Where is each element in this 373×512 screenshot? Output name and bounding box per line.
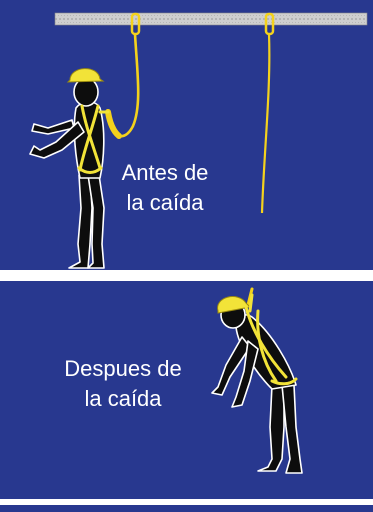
lanyard-icon (118, 33, 140, 138)
caption-after-line1: Despues de (64, 356, 182, 381)
hard-hat-icon (66, 68, 105, 83)
caption-after-fall: Despues de la caída (48, 354, 198, 414)
lanyard-icon (246, 287, 254, 307)
panel-background (0, 0, 373, 270)
safety-harness-icon (244, 293, 298, 386)
hanging-lanyard (260, 33, 271, 214)
worker-arm-front (29, 121, 85, 159)
before-fall-illustration (0, 0, 373, 270)
bottom-strip (0, 505, 373, 512)
panel-before-fall: Antes de la caída (0, 0, 373, 270)
safety-harness-icon (77, 104, 110, 174)
caption-before-line2: la caída (126, 190, 204, 215)
caption-before-line1: Antes de (121, 160, 209, 185)
shock-absorber (105, 109, 122, 139)
caption-before-fall: Antes de la caída (100, 158, 230, 218)
after-fall-illustration (0, 281, 373, 499)
worker-leg-right (87, 174, 105, 269)
caption-after-line2: la caída (84, 386, 162, 411)
anchor-beam-icon (54, 12, 368, 26)
panel-after-fall: Despues de la caída (0, 281, 373, 499)
panel-background (0, 281, 373, 499)
worker-arm-front (231, 340, 259, 408)
worker-leg-right (281, 384, 303, 474)
